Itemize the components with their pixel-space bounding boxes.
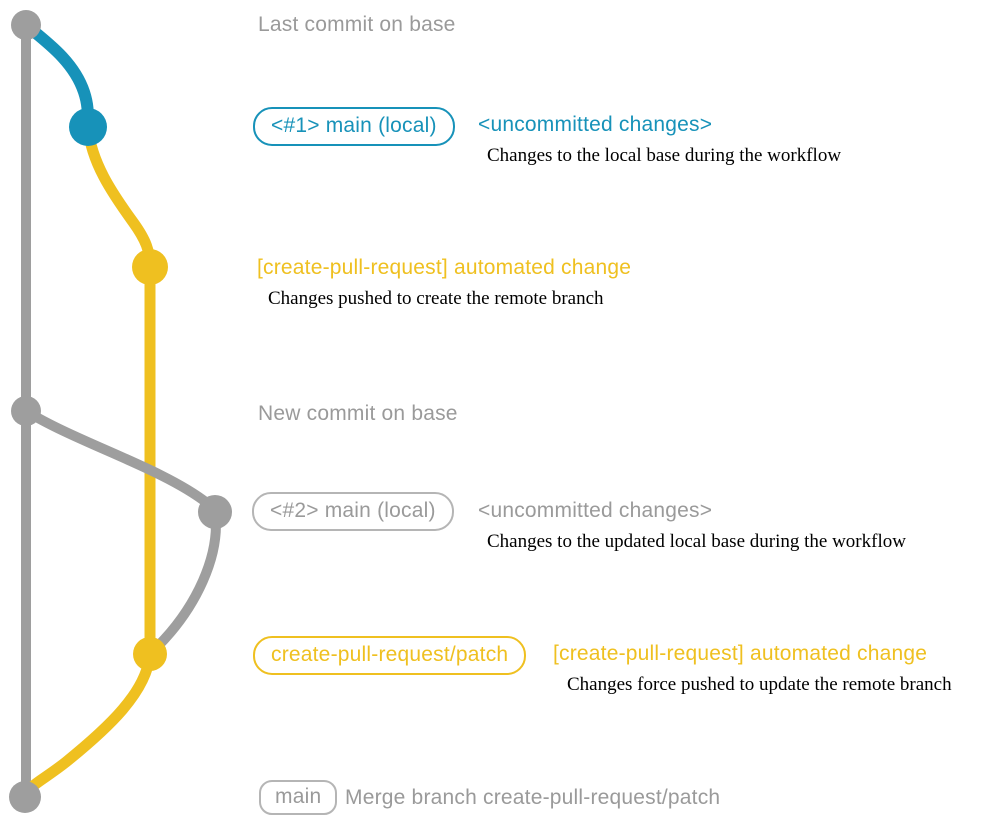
branch-pill-main-local-2: <#2> main (local): [252, 492, 454, 532]
branch-pill-create-pull-request-patch: create-pull-request/patch: [253, 636, 527, 676]
label-last-commit-on-base: Last commit on base: [258, 13, 456, 36]
label-automated-change-2: [create-pull-request] automated change: [553, 642, 928, 665]
commit-node-merge: [9, 781, 41, 813]
caption-local-base-changes: Changes to the local base during the wor…: [487, 145, 842, 166]
caption-force-pushed-update-remote: Changes force pushed to update the remot…: [567, 674, 952, 695]
label-uncommitted-changes-1: <uncommitted changes>: [478, 113, 713, 136]
git-graph: [9, 10, 232, 813]
label-automated-change-1: [create-pull-request] automated change: [257, 256, 632, 279]
label-uncommitted-changes-2: <uncommitted changes>: [478, 499, 713, 522]
commit-node-patch: [133, 637, 167, 671]
commit-node-main-local-1: [69, 108, 107, 146]
branch-pill-main: main: [259, 780, 338, 816]
commit-node-new-base: [11, 396, 41, 426]
branch-patch-merge-yellow: [19, 648, 156, 803]
branch-patch-create-yellow: [82, 121, 156, 273]
label-merge-branch: Merge branch create-pull-request/patch: [345, 786, 721, 809]
caption-pushed-create-remote: Changes pushed to create the remote bran…: [268, 288, 604, 309]
branch-pill-main-local-1: <#1> main (local): [253, 107, 455, 147]
commit-node-last-base: [11, 10, 41, 40]
branch-updated-base-gray: [21, 406, 221, 657]
caption-updated-local-base-changes: Changes to the updated local base during…: [487, 531, 906, 552]
label-new-commit-on-base: New commit on base: [258, 402, 458, 425]
commit-node-automated-change-1: [132, 249, 168, 285]
commit-node-main-local-2: [198, 495, 232, 529]
